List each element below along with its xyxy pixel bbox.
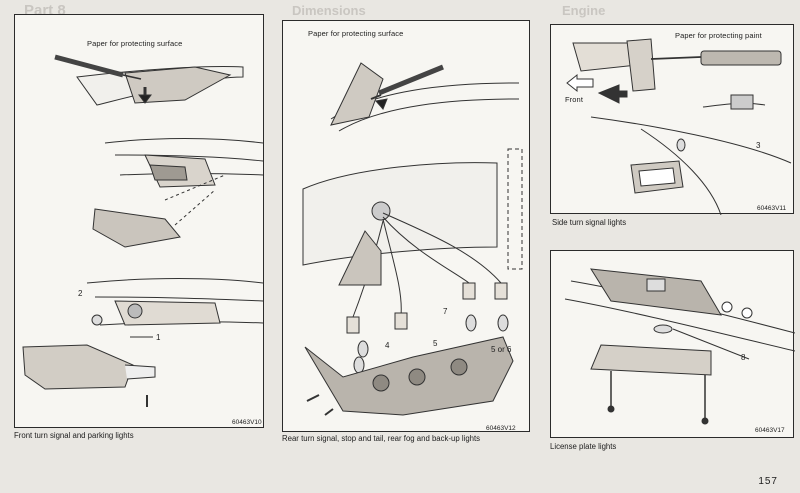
side-callout-paper: Paper for protecting paint [675, 31, 762, 40]
license-plate-diagram [564, 268, 795, 425]
front-callout-number: 1 [156, 333, 161, 342]
side-figure-code: 60463V11 [757, 205, 787, 212]
page-number: 157 [758, 476, 778, 487]
license-callout-number: 8 [741, 353, 746, 362]
rear-caption: Rear turn signal, stop and tail, rear fo… [282, 434, 481, 443]
rear-callout-paper: Paper for protecting surface [308, 29, 404, 38]
front-turn-signal-panel: Paper for protecting surface 2 1 60463V1… [14, 14, 264, 428]
front-turn-signal-diagram [22, 54, 264, 407]
side-turn-signal-diagram [566, 38, 792, 215]
front-figure-code: 60463V10 [232, 419, 262, 426]
rear-callout-number: 4 [385, 341, 390, 350]
rear-lights-panel: Paper for protecting surface 7 4 5 5 or … [282, 20, 530, 432]
rear-callout-number: 5 or 6 [491, 345, 512, 354]
side-callout-number: 3 [756, 141, 761, 150]
rear-callout-number: 7 [443, 307, 448, 316]
side-turn-signal-panel: Paper for protecting paint Front 3 60463… [550, 24, 794, 215]
license-figure-code: 60463V17 [755, 427, 785, 434]
front-callout-paper: Paper for protecting surface [87, 39, 183, 48]
front-caption: Front turn signal and parking lights [14, 431, 134, 440]
rear-lights-diagram [302, 62, 523, 416]
front-callout-number: 2 [78, 289, 83, 298]
bleed-through-heading: Dimensions [292, 3, 366, 18]
license-caption: License plate lights [550, 442, 617, 451]
rear-figure-code: 60463V12 [486, 425, 516, 432]
side-front-label: Front [565, 95, 584, 104]
rear-callout-number: 5 [433, 339, 438, 348]
license-plate-panel: 8 60463V17 [550, 250, 795, 438]
side-caption: Side turn signal lights [552, 218, 627, 227]
bleed-through-heading: Engine [562, 3, 606, 18]
